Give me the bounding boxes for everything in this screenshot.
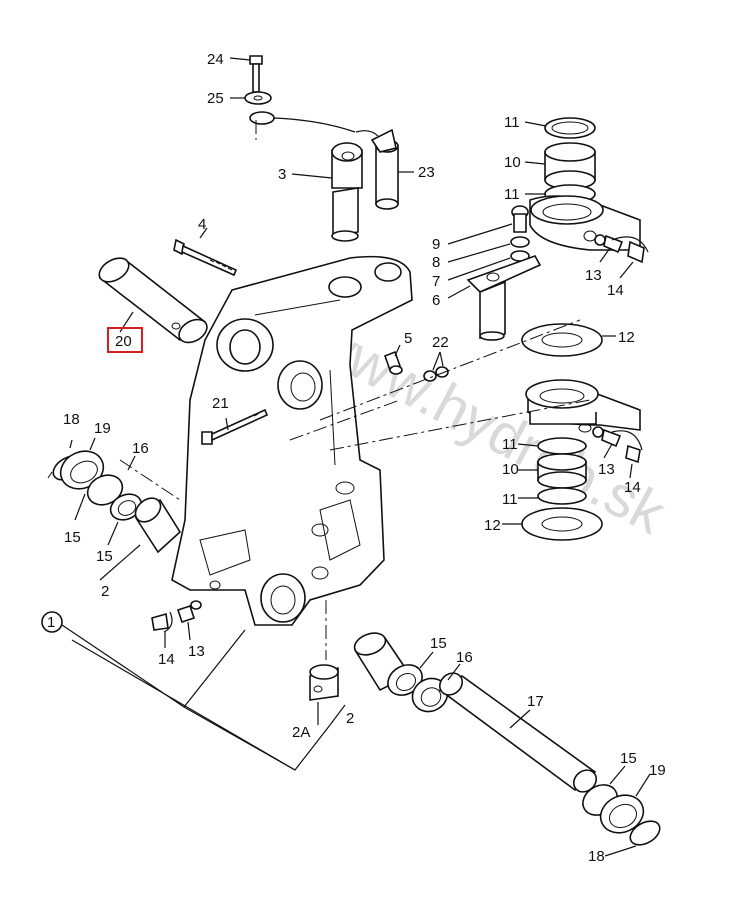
- label-20: 20: [115, 333, 132, 350]
- pin-3: [291, 142, 363, 242]
- label-4: 4: [198, 216, 206, 233]
- grease-nipple-14-lower: [611, 430, 643, 479]
- label-13-b: 13: [598, 461, 615, 478]
- label-15-d: 15: [620, 750, 637, 767]
- lower-right-assembly: [502, 379, 641, 541]
- label-12-a: 12: [618, 329, 635, 346]
- pin-17-assembly: [353, 632, 661, 857]
- washer-8: [447, 236, 530, 263]
- label-14-c: 14: [158, 651, 175, 668]
- left-bush-stack: [47, 437, 182, 581]
- label-15-a: 15: [64, 529, 81, 546]
- grease-nipple-14-upper: [611, 236, 649, 279]
- bolt-4: [173, 227, 238, 277]
- label-15-c: 15: [430, 635, 447, 652]
- label-21: 21: [212, 395, 229, 412]
- label-1: 1: [47, 614, 55, 631]
- label-7: 7: [432, 273, 440, 290]
- label-2-b: 2: [346, 710, 354, 727]
- label-10-b: 10: [502, 461, 519, 478]
- thrust-washer-12-upper: [521, 323, 616, 357]
- label-2-a: 2: [101, 583, 109, 600]
- bolt-13-left: [176, 600, 202, 641]
- bolt-9: [447, 205, 529, 245]
- swing-frame: [171, 255, 413, 626]
- label-10-a: 10: [504, 154, 521, 171]
- label-8: 8: [432, 254, 440, 271]
- pin-20: [98, 257, 208, 344]
- label-18-b: 18: [588, 848, 605, 865]
- label-11-d: 11: [502, 491, 518, 508]
- label-16-b: 16: [456, 649, 473, 666]
- bush-2A: [309, 664, 339, 725]
- label-5: 5: [404, 330, 412, 347]
- label-13-c: 13: [188, 643, 205, 660]
- washer-25: [230, 91, 272, 105]
- center-lines: [119, 120, 591, 660]
- label-23: 23: [418, 164, 435, 181]
- label-14-b: 14: [624, 479, 641, 496]
- label-11-a: 11: [504, 114, 520, 131]
- label-16-a: 16: [132, 440, 149, 457]
- label-19-a: 19: [94, 420, 111, 437]
- label-22: 22: [432, 334, 449, 351]
- bolt-13-lower: [592, 426, 622, 459]
- washer-7: [447, 250, 530, 281]
- label-9: 9: [432, 236, 440, 253]
- label-11-c: 11: [502, 436, 518, 453]
- label-14-a: 14: [607, 282, 624, 299]
- bolt-13-upper: [594, 234, 624, 263]
- group-1-callout: [41, 611, 346, 771]
- label-11-b: 11: [504, 186, 520, 203]
- label-25: 25: [207, 90, 224, 107]
- label-17: 17: [527, 693, 544, 710]
- flange-6: [447, 255, 542, 341]
- label-2A: 2A: [292, 724, 310, 741]
- highlight-box-20: [107, 327, 143, 353]
- label-15-b: 15: [96, 548, 113, 565]
- label-19-b: 19: [649, 762, 666, 779]
- pin-23: [370, 128, 414, 210]
- chain: [249, 111, 379, 137]
- label-13-a: 13: [585, 267, 602, 284]
- label-12-b: 12: [484, 517, 501, 534]
- upper-right-assembly: [524, 117, 641, 251]
- bolt-21: [201, 408, 269, 445]
- label-18-a: 18: [63, 411, 80, 428]
- bolt-24: [229, 55, 263, 93]
- label-24: 24: [207, 51, 224, 68]
- label-6: 6: [432, 292, 440, 309]
- grease-nipple-5: [383, 344, 403, 375]
- label-3: 3: [278, 166, 286, 183]
- grease-nipple-14-left: [151, 611, 173, 648]
